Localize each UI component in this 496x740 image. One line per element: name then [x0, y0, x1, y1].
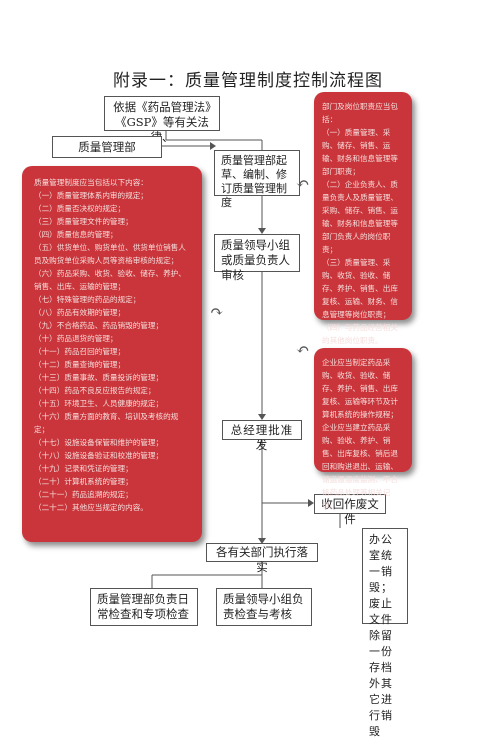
content-line: （二十一）药品追溯的规定； [34, 490, 133, 499]
procedure-line: 企业应当建立药品采购、验收、养护、销售、出库复核、销后退回和购进退出、运输、储运… [322, 423, 398, 510]
content-line: （三）质量管理文件的管理； [34, 217, 133, 226]
approve-box: 总经理批准发 [222, 420, 302, 452]
curl-arrow-icon: ↶ [296, 340, 310, 359]
content-line: （五）供货单位、购货单位、供货单位销售人员及购货单位采购人员等资格审核的规定； [34, 243, 186, 265]
system-content-panel: 质量管理制度应当包括以下内容： （一）质量管理体系内审的规定； （二）质量否决权… [22, 166, 202, 542]
page-title: 附录一：质量管理制度控制流程图 [113, 71, 383, 91]
arrowhead-recall [308, 499, 314, 507]
content-line: （十九）记录和凭证的管理； [34, 464, 133, 473]
content-line: （七）特殊管理的药品的规定； [34, 295, 141, 304]
content-line: （十）药品退货的管理； [34, 334, 118, 343]
arrowhead-execute [258, 538, 266, 544]
content-line: （十五）环境卫生、人员健康的规定； [34, 399, 164, 408]
content-line: （六）药品采购、收货、验收、储存、养护、销售、出库、运输的管理； [34, 269, 186, 291]
duty-line: （二）企业负责人、质量负责人及质量管理、采购、储存、销售、运输、财务和信息管理等… [322, 180, 398, 254]
duty-line: 部门及岗位职责应当包括： [322, 102, 398, 124]
content-line: （十三）质量事故、质量投诉的管理； [34, 373, 164, 382]
arrowhead-draft [210, 142, 216, 150]
assess-box: 质量领导小组负责检查与考核 [216, 588, 312, 626]
duty-line: （一）质量管理、采购、储存、销售、运输、财务和信息管理等部门职责； [322, 128, 398, 176]
draft-box: 质量管理部起草、编制、修订质量管理制度 [214, 150, 300, 209]
duty-line: （四）与药品经营相关的其他岗位职责。 [322, 323, 398, 345]
content-line: 质量管理制度应当包括以下内容： [34, 178, 148, 187]
content-line: （二十二）其他应当规定的内容。 [34, 503, 148, 512]
recall-box: 收回作废文件 [314, 494, 386, 526]
quality-dept-box: 质量管理部 [52, 136, 162, 158]
content-line: （九）不合格药品、药品销毁的管理； [34, 321, 164, 330]
duties-panel: 部门及岗位职责应当包括： （一）质量管理、采购、储存、销售、运输、财务和信息管理… [314, 92, 412, 345]
curl-arrow-icon: ↶ [296, 174, 310, 193]
procedures-panel: 企业应当制定药品采购、收货、验收、储存、养护、销售、出库复核、运输等环节及计算机… [314, 348, 412, 510]
office-destroy-box: 办公室统一销毁；废止文件除留一份存档外其它进行销毁 [362, 528, 408, 738]
daily-check-box: 质量管理部负责日常检查和专项检查 [90, 588, 198, 626]
content-line: （十八）设施设备验证和校准的管理； [34, 451, 164, 460]
connector-lines [151, 131, 341, 588]
content-line: （十四）药品不良反应报告的规定； [34, 386, 156, 395]
content-line: （十二）质量查询的管理； [34, 360, 126, 369]
curl-arrow-icon: ↷ [210, 302, 224, 321]
content-line: （十六）质量方面的教育、培训及考核的规定； [34, 412, 179, 434]
arrowhead-review [258, 228, 266, 234]
content-line: （十七）设施设备保管和维护的管理； [34, 438, 164, 447]
law-basis-box: 依据《药品管理法》《GSP》等有关法律、 [104, 96, 220, 144]
review-box: 质量领导小组或质量负责人审核 [214, 234, 300, 282]
content-line: （四）质量信息的管理； [34, 230, 118, 239]
duty-line: （三）质量管理、采购、收货、验收、储存、养护、销售、出库复核、运输、财务、信息管… [322, 258, 398, 319]
execute-box: 各有关部门执行落实 [206, 543, 318, 574]
content-line: （八）药品有效期的管理； [34, 308, 126, 317]
content-line: （二）质量否决权的规定； [34, 204, 126, 213]
content-line: （二十）计算机系统的管理； [34, 477, 133, 486]
content-line: （一）质量管理体系内审的规定； [34, 191, 148, 200]
arrowhead-approve [258, 414, 266, 420]
content-line: （十一）药品召回的管理； [34, 347, 126, 356]
procedure-line: 企业应当制定药品采购、收货、验收、储存、养护、销售、出库复核、运输等环节及计算机… [322, 358, 398, 419]
